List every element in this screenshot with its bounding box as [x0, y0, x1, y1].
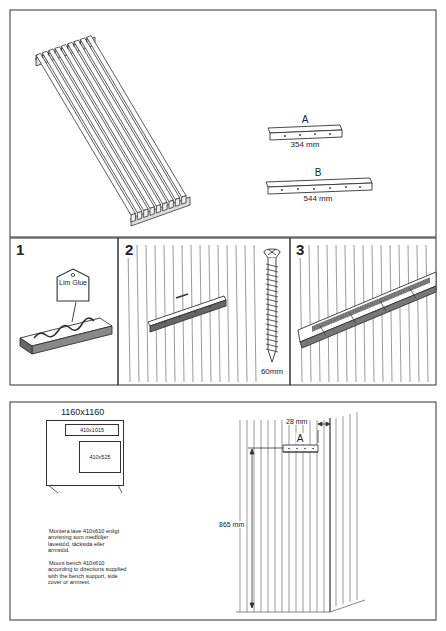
- note-text: Mount bench 410x610 according to directi…: [48, 560, 126, 585]
- label-box: 544 mm: [303, 194, 334, 203]
- label-box: 2: [124, 241, 134, 258]
- label-box: B: [314, 167, 323, 179]
- label-box: 354 mm: [290, 140, 321, 149]
- callout-number: 2: [124, 241, 134, 258]
- label-box: 1: [15, 241, 25, 258]
- floor-plan: 1160x1160410x1015410x525: [46, 420, 124, 486]
- label-box: A: [296, 433, 305, 445]
- callout-number: 3: [295, 241, 305, 258]
- label-box: 3: [295, 241, 305, 258]
- node-text: 410x1015: [80, 427, 104, 433]
- dimension-label: 60mm: [260, 367, 284, 376]
- label-box: 865 mm: [218, 521, 245, 529]
- label-box: Mount bench 410x610 according to directi…: [48, 560, 128, 586]
- label-box: Montera lave 410x610 enligt anvisning so…: [48, 528, 128, 554]
- dimension-label: A: [301, 114, 310, 125]
- dimension-label: 865 mm: [218, 521, 245, 528]
- dimension-label: 544 mm: [303, 194, 334, 203]
- room-box: 410x525: [79, 441, 121, 473]
- dimension-label: 354 mm: [290, 140, 321, 149]
- label-box: 28 mm: [285, 418, 308, 426]
- node-text: 410x525: [89, 454, 110, 460]
- glue-tag: Lim Glue: [56, 268, 90, 302]
- plan-heading: 1160x1160: [61, 408, 137, 418]
- label-box: 60mm: [260, 367, 284, 376]
- dimension-label: B: [314, 167, 323, 178]
- label-box: A: [301, 114, 310, 126]
- dimension-label: A: [296, 433, 305, 444]
- dimension-label: 28 mm: [285, 418, 308, 425]
- room-box: 410x1015: [65, 424, 119, 436]
- callout-number: 1: [15, 241, 25, 258]
- note-text: Montera lave 410x610 enligt anvisning so…: [48, 528, 119, 553]
- node-text: Lim Glue: [56, 279, 90, 287]
